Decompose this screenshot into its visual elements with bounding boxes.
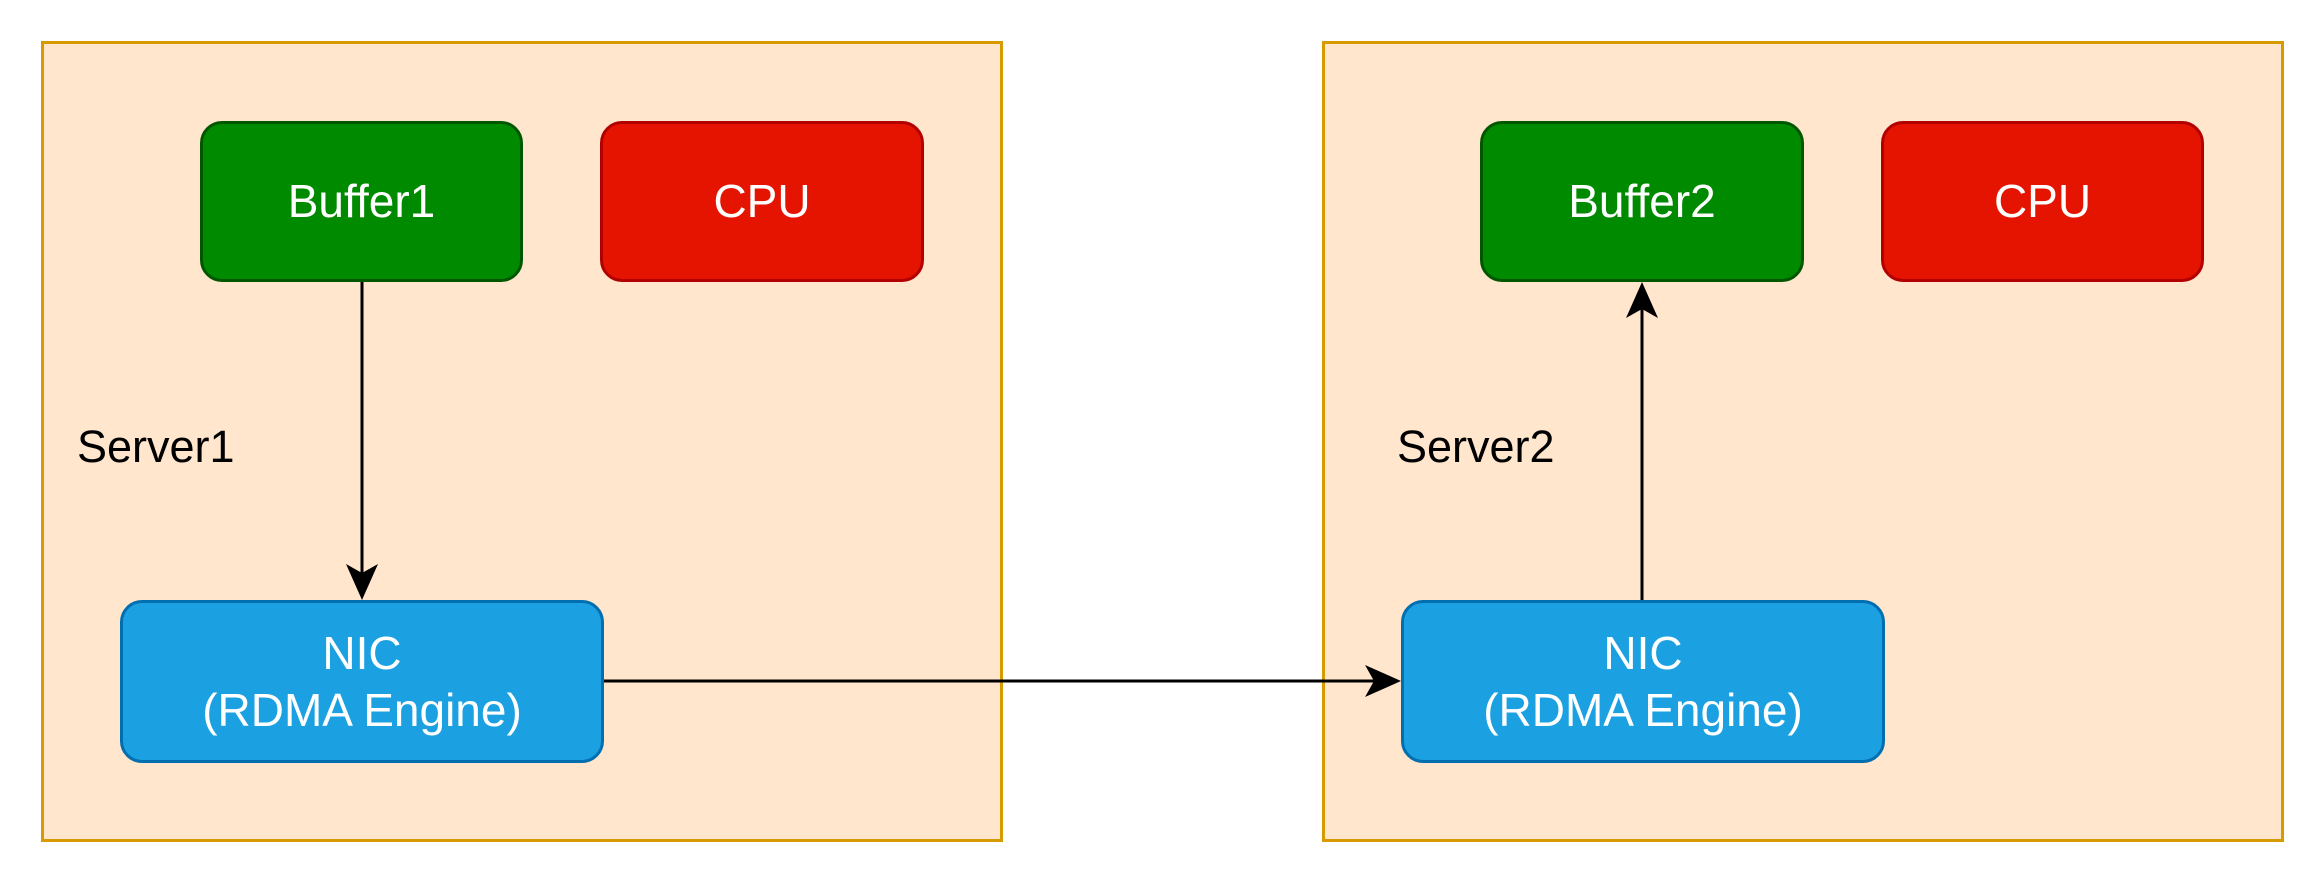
- server2-cpu-node: CPU: [1881, 121, 2204, 282]
- buffer2-label: Buffer2: [1568, 175, 1716, 228]
- buffer1-label: Buffer1: [287, 175, 436, 228]
- server1-cpu-label: CPU: [713, 175, 811, 228]
- server2-nic-subtitle: (RDMA Engine): [1483, 683, 1803, 736]
- server1-cpu-node: CPU: [600, 121, 924, 282]
- server1-nic-title: NIC: [322, 627, 402, 680]
- server1-nic-subtitle: (RDMA Engine): [202, 683, 522, 736]
- server2-nic-node: NIC (RDMA Engine): [1401, 600, 1885, 763]
- server1-label: Server1: [77, 421, 235, 472]
- buffer2-node: Buffer2: [1480, 121, 1804, 282]
- server2-cpu-label: CPU: [1993, 175, 2092, 228]
- server1-nic-node: NIC (RDMA Engine): [120, 600, 604, 763]
- server2-nic-title: NIC: [1603, 627, 1683, 680]
- server2-label: Server2: [1397, 421, 1555, 472]
- buffer1-node: Buffer1: [200, 121, 523, 282]
